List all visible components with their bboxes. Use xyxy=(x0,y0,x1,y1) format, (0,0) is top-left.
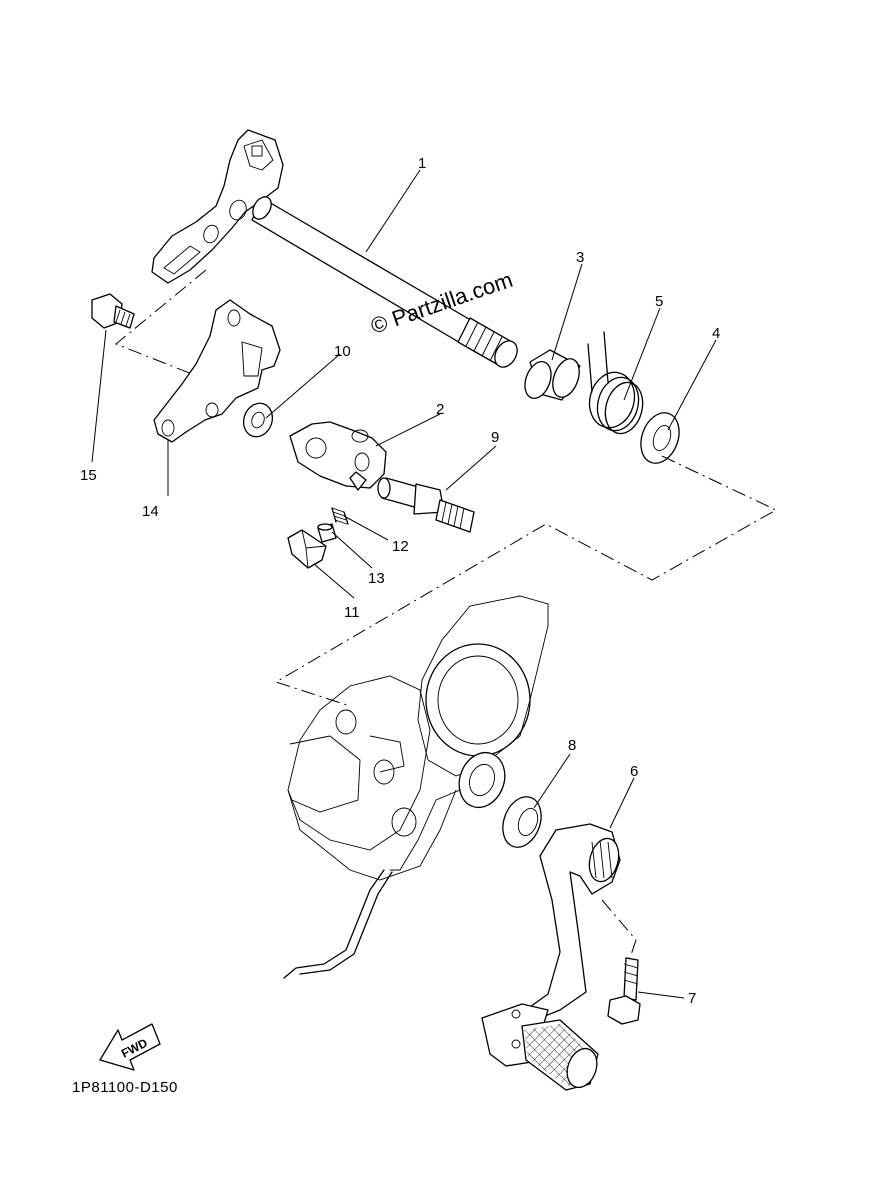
callout-10: 10 xyxy=(334,343,351,360)
callout-13: 13 xyxy=(368,570,385,587)
pin-part[interactable] xyxy=(317,523,337,543)
thrust-washer-part[interactable] xyxy=(634,407,686,468)
shift-lever-plate-part[interactable] xyxy=(153,299,281,443)
oil-seal-part[interactable] xyxy=(496,791,548,852)
bolt-part[interactable] xyxy=(91,293,135,329)
callout-12: 12 xyxy=(392,538,409,555)
callout-5: 5 xyxy=(655,293,663,310)
callout-3: 3 xyxy=(576,249,584,266)
callout-4: 4 xyxy=(712,325,720,342)
callout-8: 8 xyxy=(568,737,576,754)
alignment-lines xyxy=(115,269,778,959)
callout-11: 11 xyxy=(344,604,360,621)
shift-cam-part[interactable] xyxy=(289,421,387,491)
detent-part[interactable] xyxy=(287,529,327,569)
shift-pedal-part[interactable] xyxy=(481,823,623,1092)
fwd-arrow-icon: FWD xyxy=(99,1023,161,1071)
crankcase-outline xyxy=(283,595,549,979)
callout-1: 1 xyxy=(418,155,426,172)
shaft-pin-part[interactable] xyxy=(377,477,475,533)
shift-shaft-part[interactable] xyxy=(151,129,522,371)
callout-2: 2 xyxy=(436,401,444,418)
callout-14: 14 xyxy=(142,503,159,520)
washer-part[interactable] xyxy=(239,399,277,441)
callout-7: 7 xyxy=(688,990,696,1007)
leader-lines xyxy=(91,169,717,999)
collar-part[interactable] xyxy=(520,349,584,402)
diagram-code: 1P81100-D150 xyxy=(72,1079,178,1096)
spring-small-part[interactable] xyxy=(331,507,349,525)
callout-15: 15 xyxy=(80,467,97,484)
torsion-spring-part[interactable] xyxy=(584,331,649,438)
pedal-bolt-part[interactable] xyxy=(607,957,641,1025)
callout-6: 6 xyxy=(630,763,638,780)
callout-9: 9 xyxy=(491,429,499,446)
